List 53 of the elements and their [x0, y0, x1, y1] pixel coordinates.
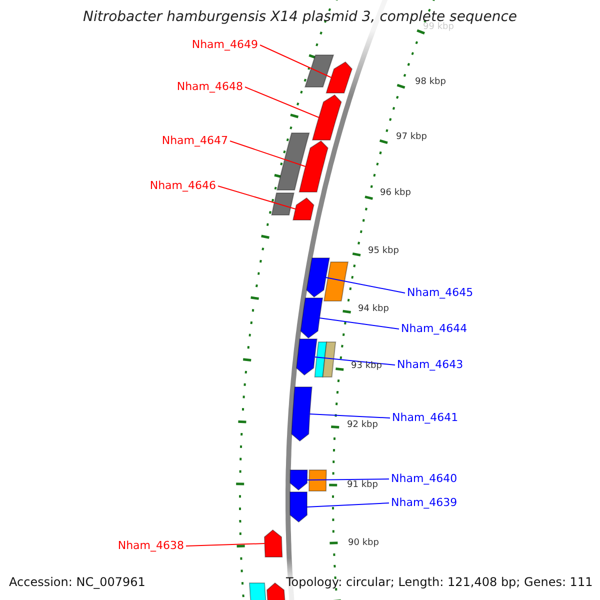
- gene-feature: [300, 298, 324, 339]
- tick-label: 92 kbp: [347, 420, 378, 430]
- tick-label: 96 kbp: [380, 188, 411, 198]
- leader-line: [309, 414, 390, 418]
- gene-feature: [306, 258, 330, 298]
- gene-feature: [264, 529, 283, 558]
- tick-label: 94 kbp: [358, 304, 389, 314]
- leader-line: [244, 86, 320, 118]
- leader-line: [306, 502, 390, 508]
- gene-feature: [292, 197, 314, 220]
- gene-label: Nham_4638: [118, 540, 184, 551]
- tick-label: 91 kbp: [347, 480, 378, 490]
- leader-line: [306, 478, 390, 480]
- gene-feature: [266, 582, 286, 600]
- gene-label: Nham_4645: [407, 287, 474, 298]
- gene-box: [322, 342, 336, 378]
- tick-label: 93 kbp: [351, 362, 382, 370]
- gene-label: Nham_4648: [176, 81, 243, 92]
- gene-box: [276, 132, 310, 190]
- tick-label: 97 kbp: [396, 132, 427, 142]
- gene-feature: [290, 492, 308, 523]
- gene-box: [308, 470, 327, 492]
- leader-line: [186, 543, 266, 546]
- gene-label: Nham_4643: [397, 359, 464, 370]
- tick-label: 98 kbp: [415, 78, 446, 86]
- accession-text: Accession: NC_007961: [9, 576, 146, 588]
- gene-label: Nham_4644: [401, 323, 468, 334]
- gene-feature: [298, 140, 328, 192]
- gene-label: Nham_4641: [392, 412, 458, 423]
- gene-label: Nham_4646: [150, 180, 216, 191]
- title: Nitrobacter hamburgensis X14 plasmid 3, complete sequence: [82, 10, 518, 24]
- gene-box: [248, 582, 267, 600]
- gene-label: Nham_4639: [391, 497, 458, 508]
- gene-feature: [291, 386, 312, 442]
- gene-box: [324, 262, 349, 302]
- tick-label: 95 kbp: [368, 246, 399, 256]
- leader-line: [319, 318, 400, 330]
- gene-feature: [296, 338, 318, 376]
- leader-line: [325, 277, 406, 294]
- leader-line: [230, 140, 306, 167]
- gene-label: Nham_4649: [192, 39, 258, 50]
- gene-feature: [312, 94, 342, 140]
- gene-label: Nham_4647: [162, 135, 228, 146]
- summary-text: Topology: circular; Length: 121,408 bp; Genes: 111: [286, 576, 593, 588]
- gene-feature: [326, 61, 353, 94]
- gene-box: [271, 192, 295, 216]
- tick-label: 90 kbp: [348, 538, 379, 548]
- leader-line: [260, 44, 332, 78]
- gene-box: [304, 54, 334, 88]
- leader-line: [314, 356, 396, 366]
- gene-feature: [290, 470, 308, 491]
- gene-label: Nham_4640: [391, 473, 458, 484]
- leader-line: [218, 186, 296, 210]
